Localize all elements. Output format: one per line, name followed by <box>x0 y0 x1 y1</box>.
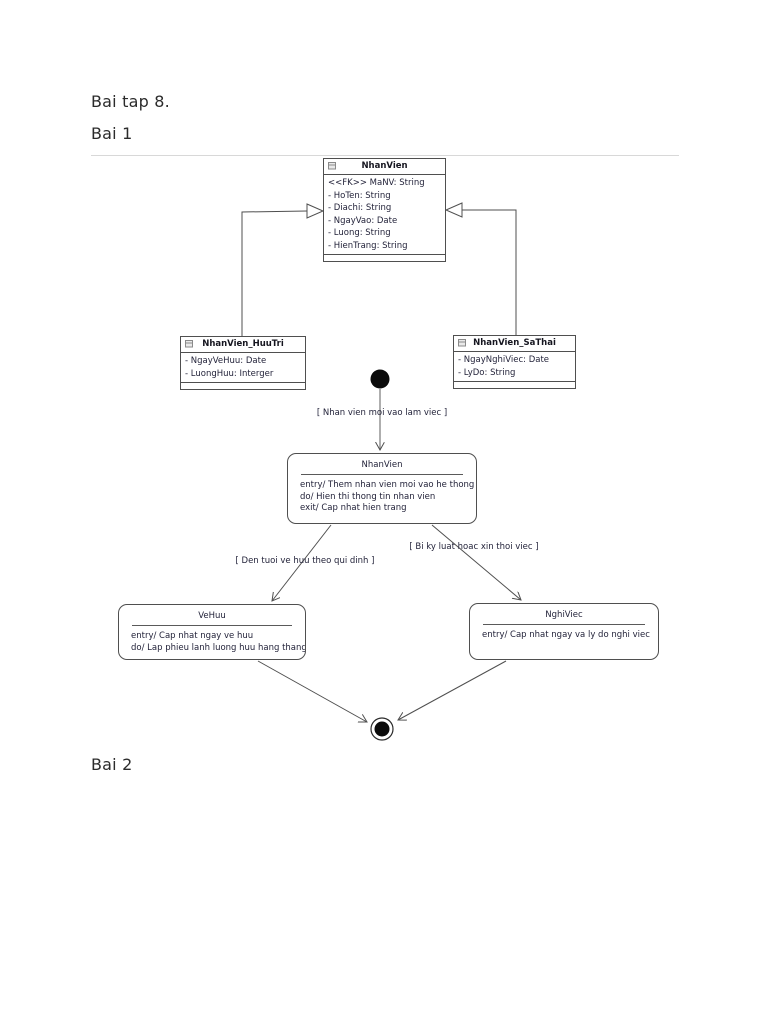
class-attribute: - HienTrang: String <box>328 240 408 251</box>
transition-label-vehuu: [ Den tuoi ve huu theo qui dinh ] <box>235 556 375 566</box>
divider-line <box>91 155 679 156</box>
class-box-nhanvien-huutri: NhanVien_HuuTri - NgayVeHuu: Date - Luon… <box>180 336 306 390</box>
state-title: NhanVien <box>361 460 403 470</box>
class-methods-empty-compartment <box>324 254 445 261</box>
state-title: NghiViec <box>545 610 583 620</box>
class-header: NhanVien_HuuTri <box>181 337 305 353</box>
transition-nghiviec-to-final <box>398 660 507 720</box>
section-heading-bai2: Bai 2 <box>91 755 133 774</box>
state-box-nghiviec: NghiViec entry/ Cap nhat ngay va ly do n… <box>469 603 659 660</box>
class-header: NhanVien <box>324 159 445 175</box>
class-name: NhanVien_HuuTri <box>202 339 284 349</box>
state-action: do/ Lap phieu lanh luong huu hang thang <box>131 642 306 653</box>
transition-label-nghiviec: [ Bi ky luat hoac xin thoi viec ] <box>409 542 539 552</box>
state-divider <box>483 624 645 625</box>
class-icon <box>185 340 193 348</box>
class-attribute-list: - NgayVeHuu: Date - LuongHuu: Interger <box>181 353 305 382</box>
state-action: do/ Hien thi thong tin nhan vien <box>300 491 436 502</box>
state-action: entry/ Them nhan vien moi vao he thong <box>300 480 475 490</box>
final-state-outer-ring <box>370 717 394 741</box>
state-box-vehuu: VeHuu entry/ Cap nhat ngay ve huu do/ La… <box>118 604 306 660</box>
state-divider <box>301 474 463 475</box>
state-box-nhanvien: NhanVien entry/ Them nhan vien moi vao h… <box>287 453 477 524</box>
class-icon <box>458 339 466 347</box>
section-heading-bai1: Bai 1 <box>91 124 133 143</box>
class-methods-empty-compartment <box>454 381 575 388</box>
class-attribute: - HoTen: String <box>328 190 391 201</box>
final-state-node <box>374 721 390 737</box>
class-attribute-list: <<FK>> MaNV: String - HoTen: String - Di… <box>324 175 445 254</box>
class-icon <box>328 162 336 170</box>
class-box-nhanvien-sathai: NhanVien_SaThai - NgayNghiViec: Date - L… <box>453 335 576 389</box>
class-attribute: - NgayVao: Date <box>328 215 398 226</box>
initial-state-node <box>370 369 390 389</box>
class-attribute: - LuongHuu: Interger <box>185 368 274 379</box>
class-methods-empty-compartment <box>181 382 305 389</box>
state-divider <box>132 625 292 626</box>
state-action-list: entry/ Them nhan vien moi vao he thong d… <box>288 475 476 515</box>
page-title: Bai tap 8. <box>91 92 170 111</box>
transition-label-initial: [ Nhan vien moi vao lam viec ] <box>316 408 448 418</box>
generalization-line-sathai <box>462 209 517 335</box>
class-attribute: - NgayVeHuu: Date <box>185 356 267 366</box>
class-attribute: - Luong: String <box>328 228 391 238</box>
class-attribute: - NgayNghiViec: Date <box>458 355 550 365</box>
class-attribute: - Diachi: String <box>328 203 392 213</box>
state-action: entry/ Cap nhat ngay ve huu <box>131 631 254 641</box>
class-attribute: - LyDo: String <box>458 367 516 378</box>
state-action-list: entry/ Cap nhat ngay va ly do nghi viec <box>470 625 658 642</box>
class-attribute: <<FK>> MaNV: String <box>328 178 425 188</box>
generalization-arrowhead-left <box>306 203 325 219</box>
class-header: NhanVien_SaThai <box>454 336 575 352</box>
state-title: VeHuu <box>198 611 226 621</box>
generalization-arrowhead-right <box>444 202 463 218</box>
state-action-list: entry/ Cap nhat ngay ve huu do/ Lap phie… <box>119 626 305 654</box>
class-name: NhanVien <box>361 161 408 171</box>
class-attribute-list: - NgayNghiViec: Date - LyDo: String <box>454 352 575 381</box>
class-name: NhanVien_SaThai <box>473 338 556 348</box>
generalization-line-huutri <box>241 210 308 336</box>
class-box-nhanvien: NhanVien <<FK>> MaNV: String - HoTen: St… <box>323 158 446 262</box>
transition-nhanvien-to-nghiviec <box>431 524 521 600</box>
state-action: entry/ Cap nhat ngay va ly do nghi viec <box>482 630 650 640</box>
transition-vehuu-to-final <box>257 660 367 722</box>
state-action: exit/ Cap nhat hien trang <box>300 503 407 513</box>
